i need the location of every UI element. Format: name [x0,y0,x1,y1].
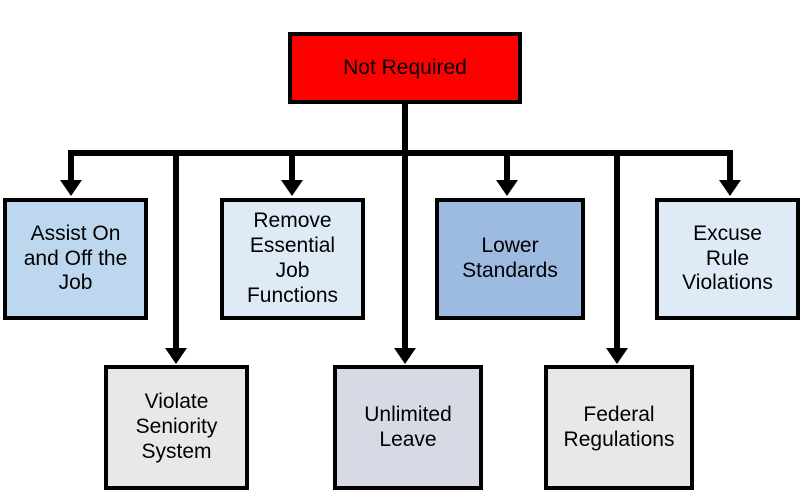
node-remove-essential-job-functions[interactable]: Remove Essential Job Functions [220,198,365,320]
connector-drop-federal-regulations [614,150,620,350]
arrowhead-assist [60,180,82,196]
node-not-required[interactable]: Not Required [288,32,522,104]
connector-drop-assist [68,150,74,182]
arrowhead-unlimited-leave [394,348,416,364]
arrowhead-federal-regulations [606,348,628,364]
node-federal-regulations[interactable]: Federal Regulations [544,365,694,490]
node-excuse-rule-violations[interactable]: Excuse Rule Violations [655,198,800,320]
node-violate-seniority-system[interactable]: Violate Seniority System [104,365,249,490]
connector-drop-excuse-rule [727,150,733,182]
node-assist-on-and-off-the-job[interactable]: Assist On and Off the Job [3,198,148,320]
arrowhead-excuse-rule [719,180,741,196]
connector-root-stem [402,104,408,156]
arrowhead-violate-seniority [165,348,187,364]
connector-drop-remove-essential [289,150,295,182]
node-unlimited-leave[interactable]: Unlimited Leave [333,365,483,490]
connector-drop-violate-seniority [173,150,179,350]
arrowhead-remove-essential [281,180,303,196]
connector-drop-lower-standards [504,150,510,182]
connector-drop-unlimited-leave [402,150,408,350]
arrowhead-lower-standards [496,180,518,196]
connector-horizontal-bus [68,150,733,156]
node-lower-standards[interactable]: Lower Standards [435,198,585,320]
